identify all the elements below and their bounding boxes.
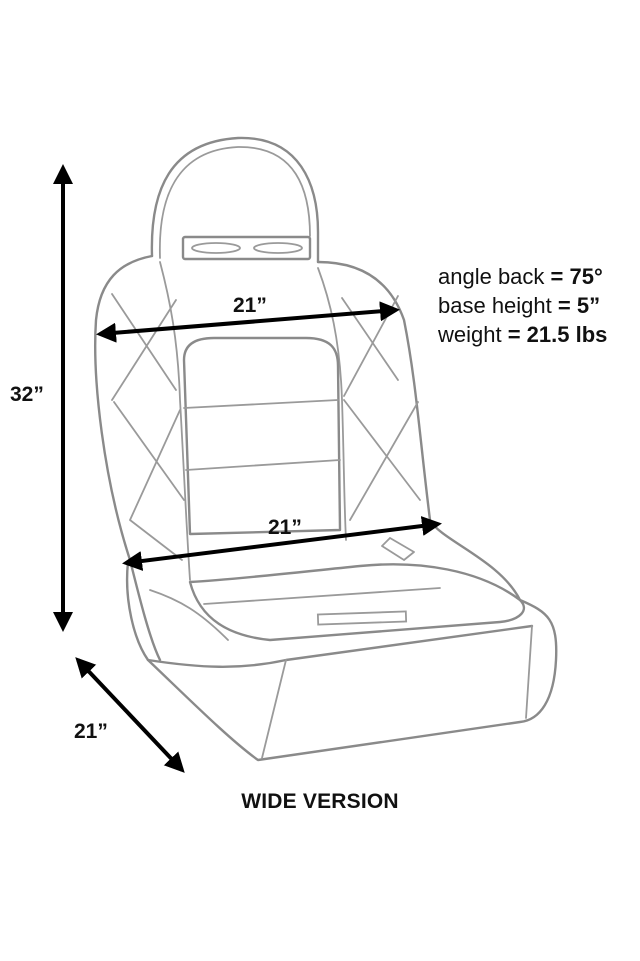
seat-base-front-edge xyxy=(146,624,534,668)
back-panel-seam-1 xyxy=(183,399,339,409)
seat-base-outline xyxy=(125,560,558,762)
spec-label: weight xyxy=(438,322,502,347)
seat-cushion-seam xyxy=(203,587,441,605)
headrest-inner-line xyxy=(158,146,311,259)
back-width-dimension-label: 21” xyxy=(233,294,267,317)
spec-label: angle back xyxy=(438,264,545,289)
spec-angle-back: angle back = 75° xyxy=(438,262,607,291)
seat-base-corner-line xyxy=(261,625,533,759)
version-caption: WIDE VERSION xyxy=(241,790,399,813)
headrest-outline xyxy=(150,136,320,264)
left-bolster-outline xyxy=(94,254,162,662)
spec-weight: weight = 21.5 lbs xyxy=(438,320,607,349)
belt-buckle-slot xyxy=(381,537,415,561)
spec-value: = 21.5 lbs xyxy=(507,322,608,347)
spec-value: = 75° xyxy=(550,264,603,289)
right-diamond-stitching xyxy=(341,295,421,521)
depth-arrow xyxy=(75,657,185,773)
harness-slot-right xyxy=(253,242,303,254)
back-width-arrow xyxy=(96,301,400,343)
right-bolster-outline xyxy=(316,260,522,602)
seat-width-dimension-label: 21” xyxy=(268,516,302,539)
depth-dimension-label: 21” xyxy=(74,720,108,743)
seat-adjuster-handle xyxy=(316,610,408,626)
spec-value: = 5” xyxy=(557,293,601,318)
height-dimension-label: 32” xyxy=(10,383,44,406)
spec-label: base height xyxy=(438,293,552,318)
seat-cushion-outline xyxy=(188,563,526,642)
right-bolster-inner xyxy=(317,267,347,541)
left-side-panel xyxy=(149,589,229,641)
harness-slot-left xyxy=(191,242,241,254)
back-panel-seam-2 xyxy=(185,459,341,471)
spec-list: angle back = 75° base height = 5” weight… xyxy=(438,262,607,349)
seat-width-arrow xyxy=(122,516,442,571)
spec-base-height: base height = 5” xyxy=(438,291,607,320)
harness-slot-frame xyxy=(181,235,312,261)
back-center-panel xyxy=(182,336,342,536)
